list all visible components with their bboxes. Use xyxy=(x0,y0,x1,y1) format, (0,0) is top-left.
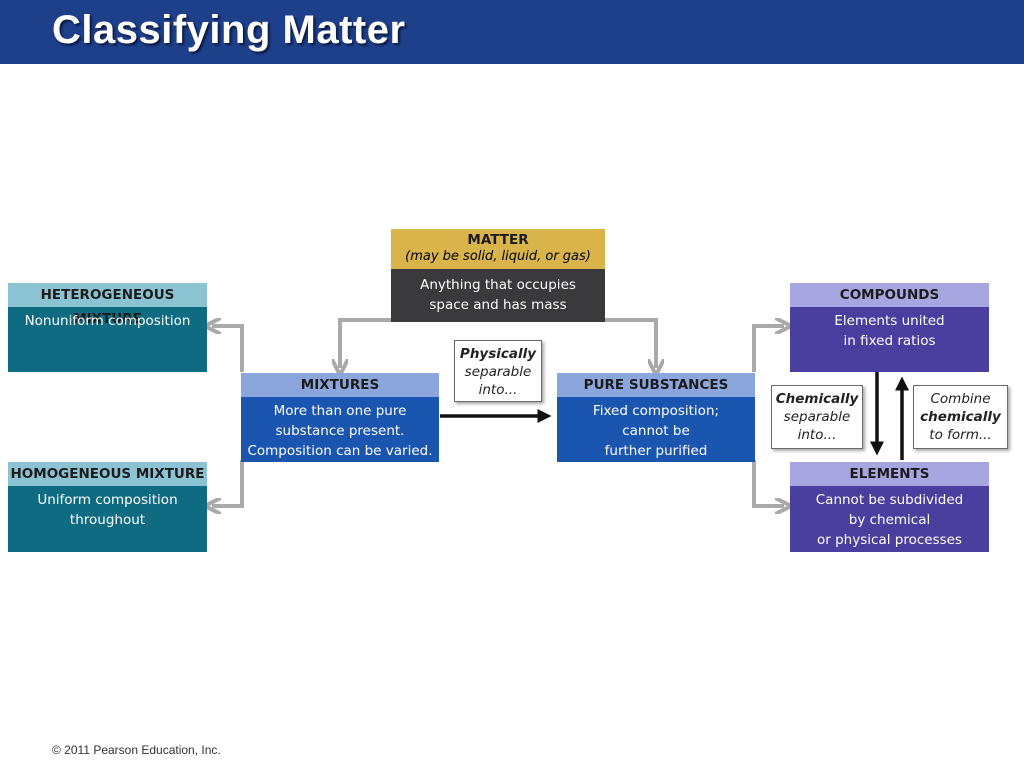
callout-combine-line2: chemically xyxy=(920,409,1001,425)
heterogeneous-mixture-header: HETEROGENEOUS MIXTURE xyxy=(8,283,207,327)
elements-header: ELEMENTS xyxy=(790,462,989,486)
callout-combine-line3: to form... xyxy=(929,427,992,443)
elements-body-line: by chemical xyxy=(848,512,931,528)
callout-chemically-separable: Chemically separable into... xyxy=(771,385,863,449)
compounds-header: COMPOUNDS xyxy=(790,283,989,307)
mixtures-body-line: Composition can be varied. xyxy=(247,443,433,459)
matter-body: Anything that occupies space and has mas… xyxy=(391,269,605,322)
pure-substances-body-line: further purified xyxy=(604,443,708,459)
homogeneous-mixture-body: Uniform composition throughout xyxy=(8,486,207,552)
callout-physically-line2: separable xyxy=(464,364,532,380)
matter-header: MATTER (may be solid, liquid, or gas) xyxy=(391,229,605,269)
arrow-pure-to-elements xyxy=(752,460,784,506)
heterogeneous-mixture-box: HETEROGENEOUS MIXTURE Nonuniform composi… xyxy=(8,283,207,372)
elements-body-line: Cannot be subdivided xyxy=(815,492,964,508)
mixtures-box: MIXTURES More than one pure substance pr… xyxy=(241,373,439,462)
heterogeneous-mixture-body: Nonuniform composition xyxy=(8,307,207,372)
elements-body-line: or physical processes xyxy=(817,532,962,548)
callout-chemically-line1: Chemically xyxy=(775,391,859,407)
arrow-mixtures-to-homogeneous xyxy=(212,460,244,506)
compounds-body: Elements united in fixed ratios xyxy=(790,307,989,372)
matter-sublabel: (may be solid, liquid, or gas) xyxy=(405,249,591,264)
callout-physically-line1: Physically xyxy=(459,346,537,362)
mixtures-header: MIXTURES xyxy=(241,373,439,397)
pure-substances-body-line: Fixed composition; xyxy=(592,403,720,419)
title-bar: Classifying Matter xyxy=(0,0,1024,64)
matter-body-line: space and has mass xyxy=(429,297,567,313)
slide-title: Classifying Matter xyxy=(52,8,406,52)
homogeneous-mixture-body-line: throughout xyxy=(69,512,146,528)
elements-body: Cannot be subdivided by chemical or phys… xyxy=(790,486,989,552)
compounds-body-line: Elements united xyxy=(834,313,945,329)
callout-physically-line3: into... xyxy=(478,382,518,398)
matter-box: MATTER (may be solid, liquid, or gas) An… xyxy=(391,229,605,322)
compounds-body-line: in fixed ratios xyxy=(843,333,936,349)
copyright-footer: © 2011 Pearson Education, Inc. xyxy=(52,743,221,757)
compounds-box: COMPOUNDS Elements united in fixed ratio… xyxy=(790,283,989,372)
matter-label: MATTER xyxy=(467,232,529,248)
callout-combine-chemically: Combine chemically to form... xyxy=(913,385,1008,449)
pure-substances-body-line: cannot be xyxy=(622,423,690,439)
pure-substances-body: Fixed composition; cannot be further pur… xyxy=(557,397,755,462)
pure-substances-box: PURE SUBSTANCES Fixed composition; canno… xyxy=(557,373,755,462)
callout-chemically-line3: into... xyxy=(797,427,837,443)
arrow-matter-to-pure xyxy=(604,318,656,368)
callout-physically-separable: Physically separable into... xyxy=(454,340,542,402)
arrow-pure-to-compounds xyxy=(752,326,784,372)
arrow-matter-to-mixtures xyxy=(340,318,392,368)
homogeneous-mixture-box: HOMOGENEOUS MIXTURE Uniform composition … xyxy=(8,462,207,552)
homogeneous-mixture-header: HOMOGENEOUS MIXTURE xyxy=(8,462,207,486)
callout-chemically-line2: separable xyxy=(783,409,851,425)
mixtures-body-line: substance present. xyxy=(275,423,405,439)
callout-combine-line1: Combine xyxy=(930,391,991,407)
pure-substances-header: PURE SUBSTANCES xyxy=(557,373,755,397)
homogeneous-mixture-body-line: Uniform composition xyxy=(37,492,178,508)
mixtures-body-line: More than one pure xyxy=(273,403,407,419)
arrow-mixtures-to-heterogeneous xyxy=(212,326,244,372)
heterogeneous-mixture-body-line: Nonuniform composition xyxy=(24,313,191,329)
elements-box: ELEMENTS Cannot be subdivided by chemica… xyxy=(790,462,989,552)
matter-body-line: Anything that occupies xyxy=(420,277,576,293)
mixtures-body: More than one pure substance present. Co… xyxy=(241,397,439,462)
